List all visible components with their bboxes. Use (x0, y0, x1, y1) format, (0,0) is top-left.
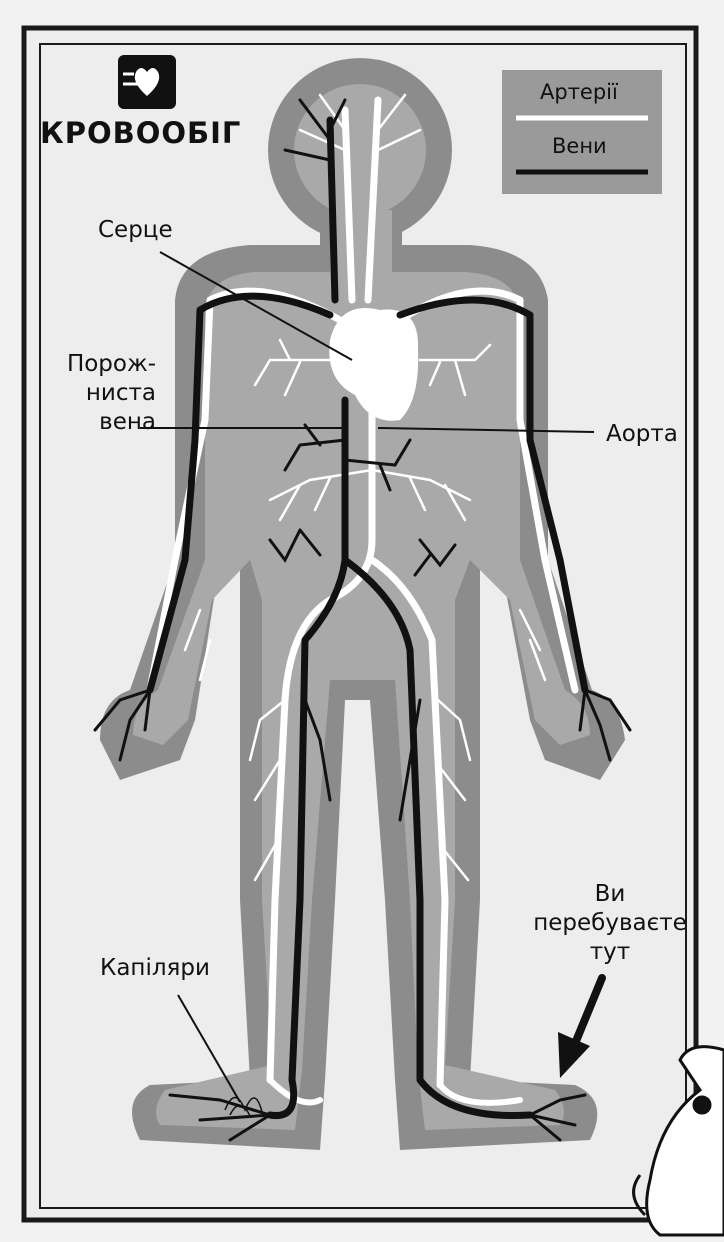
heart-label: Серце (98, 216, 173, 245)
logo-title: КРОВООБІГ (40, 116, 241, 150)
you-are-here-line-2: перебуваєте (530, 909, 690, 938)
vena-cava-label-line-2: ниста (44, 379, 156, 408)
vena-cava-label: Порож- ниста вена (44, 350, 156, 436)
vena-cava-label-line-1: Порож- (44, 350, 156, 379)
you-are-here-line-3: тут (530, 938, 690, 967)
legend-arteries-label: Артерії (540, 80, 618, 104)
you-are-here-line-1: Ви (530, 880, 690, 909)
capillaries-label: Капіляри (100, 954, 210, 983)
legend-veins-label: Вени (552, 134, 607, 158)
vena-cava-label-line-3: вена (44, 408, 156, 437)
heart-box-icon (118, 55, 176, 109)
you-are-here-label: Ви перебуваєте тут (530, 880, 690, 966)
aorta-label: Аорта (606, 420, 678, 449)
